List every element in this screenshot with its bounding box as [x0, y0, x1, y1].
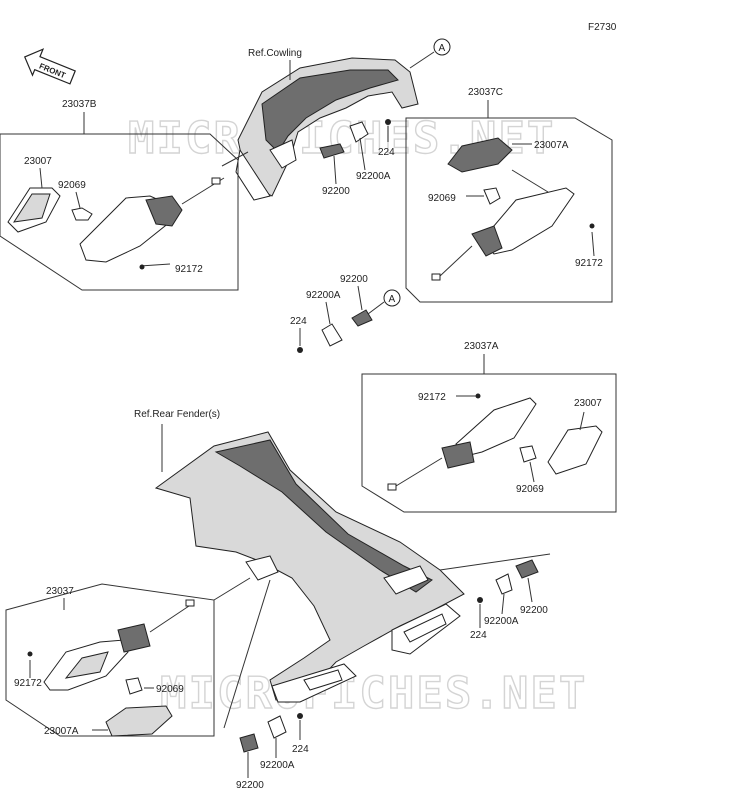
- bracket-92200-upper: [319, 119, 391, 159]
- part-23037C-label: 23037C: [468, 87, 503, 98]
- callout-a-top: [433, 38, 451, 56]
- part-23037B-label: 23037B: [62, 99, 97, 110]
- figure-code: F2730: [588, 22, 617, 33]
- callout-a-mid: [383, 289, 401, 307]
- part-224-lower-center: 224: [292, 744, 309, 755]
- part-92172-b-label: 92172: [14, 678, 42, 689]
- group-23037-frame: [5, 583, 215, 737]
- part-23037A-label: 23037A: [464, 341, 499, 352]
- part-23007A-b-label: 23007A: [44, 726, 79, 737]
- part-92200A-mid: 92200A: [306, 290, 341, 301]
- part-23037-label: 23037: [46, 586, 74, 597]
- group-23037C-frame: [405, 117, 613, 303]
- turn-signal-23037B: [7, 177, 225, 270]
- part-92172-left-label: 92172: [175, 264, 203, 275]
- part-92200-lower-center: 92200: [236, 780, 264, 791]
- bracket-92200-lower-center: [239, 713, 303, 753]
- bracket-92200-mid: [297, 309, 373, 353]
- bracket-92200-lower-right: [477, 559, 539, 603]
- rear-fender-reference: [154, 431, 465, 703]
- ref-rear-fender-label: Ref.Rear Fender(s): [134, 409, 220, 420]
- part-224-upper: 224: [378, 147, 395, 158]
- turn-signal-23037: [27, 599, 195, 737]
- part-224-mid: 224: [290, 316, 307, 327]
- front-arrow-icon: FRONT: [23, 48, 76, 85]
- group-23037B-frame: [0, 133, 239, 291]
- group-23037A-frame: [361, 373, 617, 513]
- callout-a-top-text: A: [439, 43, 446, 54]
- watermark-bottom: MICROFICHES.NET: [160, 668, 587, 719]
- part-92200A-lower-right: 92200A: [484, 616, 519, 627]
- ref-cowling-label: Ref.Cowling: [248, 48, 302, 59]
- part-92069-left-label: 92069: [58, 180, 86, 191]
- part-92172-a-label: 92172: [418, 392, 446, 403]
- part-92200-upper: 92200: [322, 186, 350, 197]
- turn-signal-23037C: [431, 137, 595, 281]
- part-92069-a-label: 92069: [516, 484, 544, 495]
- callout-a-mid-text: A: [389, 294, 396, 305]
- part-92200A-lower-center: 92200A: [260, 760, 295, 771]
- part-92069-b-label: 92069: [156, 684, 184, 695]
- part-23007-a-label: 23007: [574, 398, 602, 409]
- part-92200-mid: 92200: [340, 274, 368, 285]
- part-92200A-upper: 92200A: [356, 171, 391, 182]
- part-92172-right-label: 92172: [575, 258, 603, 269]
- part-224-lower-right: 224: [470, 630, 487, 641]
- cowling-reference: [235, 57, 419, 201]
- turn-signal-23037A: [387, 393, 603, 491]
- part-23007-left-label: 23007: [24, 156, 52, 167]
- part-23007A-right-label: 23007A: [534, 140, 569, 151]
- part-92200-lower-right: 92200: [520, 605, 548, 616]
- part-92069-right-label: 92069: [428, 193, 456, 204]
